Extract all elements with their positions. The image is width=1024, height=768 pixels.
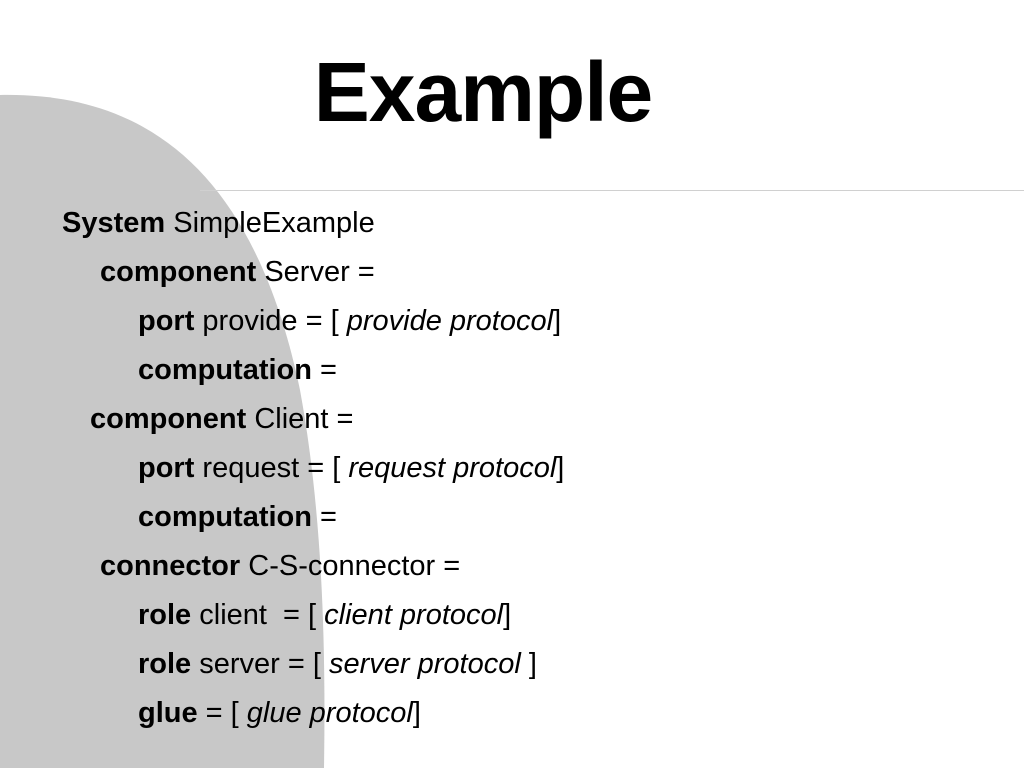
code-line-role-client: role client = [ client protocol] (138, 598, 511, 632)
grey-quarter-circle-shape (0, 94, 325, 768)
code-text: client = [ (191, 599, 325, 631)
keyword: connector (100, 550, 241, 582)
code-text: C-S-connector = (240, 550, 461, 582)
italic-protocol: glue protocol (246, 697, 413, 729)
code-text-after: ] (520, 648, 537, 680)
keyword: role (138, 599, 192, 631)
code-text: provide = [ (194, 305, 347, 337)
italic-protocol: client protocol (324, 599, 504, 631)
code-line-component-server: component Server = (100, 255, 375, 289)
code-line-system: System SimpleExample (62, 206, 375, 240)
keyword: computation (138, 354, 312, 386)
keyword: component (90, 403, 247, 435)
italic-protocol: provide protocol (346, 305, 554, 337)
code-line-role-server: role server = [ server protocol ] (138, 647, 537, 681)
code-text: Server = (256, 256, 375, 288)
keyword: System (62, 207, 166, 239)
code-line-port-request: port request = [ request protocol] (138, 451, 564, 485)
keyword: computation (138, 501, 312, 533)
code-text: = [ (197, 697, 247, 729)
italic-protocol: server protocol (328, 648, 521, 680)
code-text: = (312, 354, 337, 386)
keyword: port (138, 452, 195, 484)
code-text-after: ] (503, 599, 512, 631)
code-text: Client = (246, 403, 354, 435)
code-text-after: ] (556, 452, 565, 484)
code-line-component-client: component Client = (90, 402, 353, 436)
keyword: glue (138, 697, 198, 729)
code-text: server = [ (191, 648, 329, 680)
code-line-computation-client: computation = (138, 500, 337, 534)
code-text: request = [ (194, 452, 349, 484)
code-text: = (312, 501, 337, 533)
keyword: component (100, 256, 257, 288)
keyword: port (138, 305, 195, 337)
keyword: role (138, 648, 192, 680)
page-title: Example (313, 45, 654, 139)
code-text: SimpleExample (165, 207, 375, 239)
code-text-after: ] (412, 697, 421, 729)
code-line-glue: glue = [ glue protocol] (138, 696, 421, 730)
code-text-after: ] (553, 305, 562, 337)
code-line-port-provide: port provide = [ provide protocol] (138, 304, 561, 338)
title-divider (200, 190, 1024, 191)
code-line-computation-server: computation = (138, 353, 337, 387)
code-line-connector: connector C-S-connector = (100, 549, 460, 583)
italic-protocol: request protocol (348, 452, 557, 484)
